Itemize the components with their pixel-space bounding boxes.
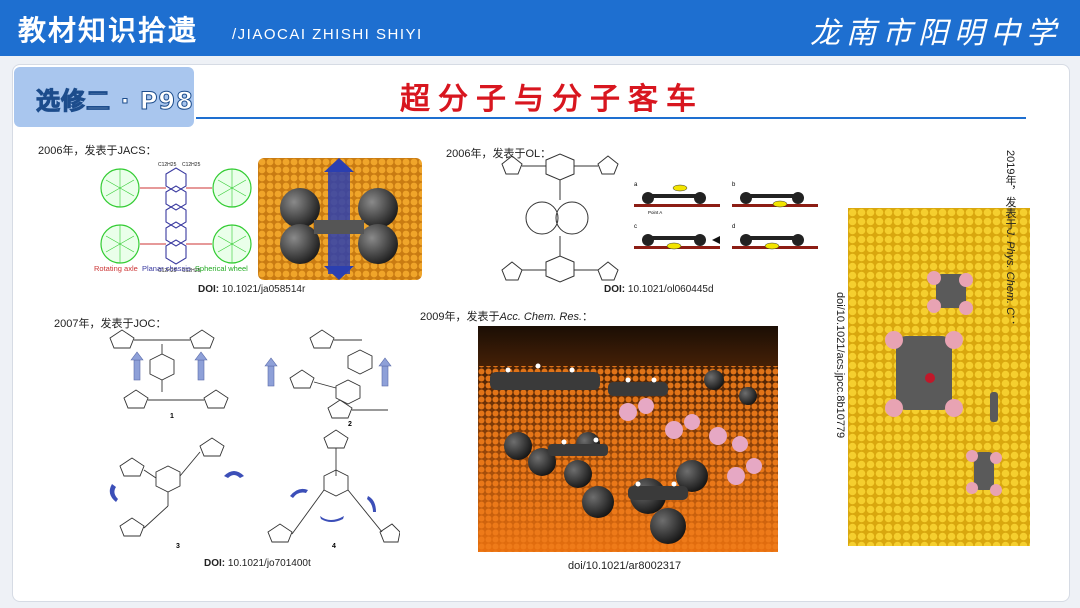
card-jpcc-caption: 2019年，发表于J. Phys. Chem. C： bbox=[1002, 150, 1018, 326]
card-jacs-doi-prefix: DOI: bbox=[198, 284, 220, 295]
card-jpcc-caption-prefix: 2019年，发表于 bbox=[1004, 150, 1016, 230]
joc-structures-figure: 1 2 3 4 bbox=[109, 329, 400, 550]
card-acr-caption-journal: Acc. Chem. Res. bbox=[499, 311, 583, 323]
card-jpcc-doi: doi/10.1021/acs.jpcc.8b10779 bbox=[834, 292, 846, 439]
nanocar-structure-figure: C12H25 C12H25 C12H25 C12H25 bbox=[100, 162, 252, 274]
header-title: 教材知识拾遗 bbox=[18, 14, 199, 47]
textbook-tag-label: 选修二 · P98 bbox=[36, 87, 194, 116]
card-jacs-doi-value: 10.1021/ja058514r bbox=[221, 284, 306, 295]
card-acr-doi: doi/10.1021/ar8002317 bbox=[568, 560, 682, 572]
header-subtitle: /JIAOCAI ZHISHI SHIYI bbox=[232, 26, 423, 43]
card-ol-doi-value: 10.1021/ol060445d bbox=[627, 284, 714, 295]
panel-letter-a: a bbox=[634, 182, 638, 188]
card-jacs-caption: 2006年，发表于JACS： bbox=[38, 145, 157, 157]
card-acr-caption: 2009年，发表于Acc. Chem. Res.： bbox=[420, 308, 593, 324]
card-ol: 2006年，发表于OL： bbox=[442, 138, 818, 298]
card-ol-caption: 2006年，发表于OL： bbox=[446, 148, 552, 160]
school-name: 龙南市阳明中学 bbox=[810, 16, 1062, 51]
card-jpcc: 2019年，发表于J. Phys. Chem. C： doi/10.1021/a… bbox=[830, 146, 1030, 554]
legend-spherical-wheel: Spherical wheel bbox=[194, 264, 248, 273]
nanocars-on-surface-render bbox=[478, 326, 778, 552]
motion-panels: a b c d Point A bbox=[634, 182, 818, 250]
panel-letter-b: b bbox=[732, 182, 736, 188]
card-joc-doi-prefix: DOI: bbox=[204, 558, 226, 569]
page-title: 超分子与分子客车 bbox=[400, 82, 704, 117]
textbook-tag: 选修二 · P98 bbox=[14, 67, 194, 127]
compound-number-1: 1 bbox=[170, 413, 174, 420]
compound-number-3: 3 bbox=[176, 543, 180, 550]
panel-letter-d: d bbox=[732, 224, 735, 230]
nanocar-legend: Rotating axle Planar chassis Spherical w… bbox=[94, 264, 248, 273]
chain-label-top-left: C12H25 bbox=[158, 162, 177, 168]
card-ol-doi-prefix: DOI: bbox=[604, 284, 626, 295]
chain-label-top-right: C12H25 bbox=[182, 162, 201, 168]
title-divider bbox=[196, 117, 1026, 119]
molecular-machines-gold-surface-render bbox=[848, 208, 1030, 546]
panel-letter-c: c bbox=[634, 224, 637, 230]
card-jacs: 2006年，发表于JACS： C12H25 C12H25 C12H25 C12H… bbox=[34, 138, 426, 298]
card-acr-caption-prefix: 2009年，发表于 bbox=[420, 311, 500, 323]
card-joc: 2007年，发表于JOC： bbox=[50, 310, 410, 572]
header-bar: 教材知识拾遗 /JIAOCAI ZHISHI SHIYI 龙南市阳明中学 bbox=[0, 0, 1080, 56]
card-joc-doi-value: 10.1021/jo701400t bbox=[227, 558, 311, 569]
card-jpcc-caption-suffix: ： bbox=[1004, 315, 1016, 327]
carborane-car-structure bbox=[501, 153, 619, 283]
chain-label-bottom-left: C12H25 bbox=[158, 268, 177, 274]
point-a-label: Point A bbox=[648, 210, 662, 215]
card-joc-caption: 2007年，发表于JOC： bbox=[54, 318, 167, 330]
card-jacs-doi: DOI: 10.1021/ja058514r bbox=[198, 284, 305, 295]
compound-number-4: 4 bbox=[332, 543, 336, 550]
compound-number-2: 2 bbox=[348, 421, 352, 428]
legend-planar-chassis: Planar chassis bbox=[141, 264, 191, 273]
card-jpcc-caption-journal: J. Phys. Chem. C bbox=[1004, 229, 1016, 316]
chain-label-bottom-right: C12H25 bbox=[182, 268, 201, 274]
card-acr-caption-suffix: ： bbox=[582, 311, 594, 323]
nanocar-render-image bbox=[258, 158, 422, 280]
card-joc-doi: DOI: 10.1021/jo701400t bbox=[204, 558, 311, 569]
card-ol-doi: DOI: 10.1021/ol060445d bbox=[604, 284, 714, 295]
card-acr: 2009年，发表于Acc. Chem. Res.： bbox=[416, 304, 792, 574]
legend-rotating-axle: Rotating axle bbox=[94, 264, 138, 273]
